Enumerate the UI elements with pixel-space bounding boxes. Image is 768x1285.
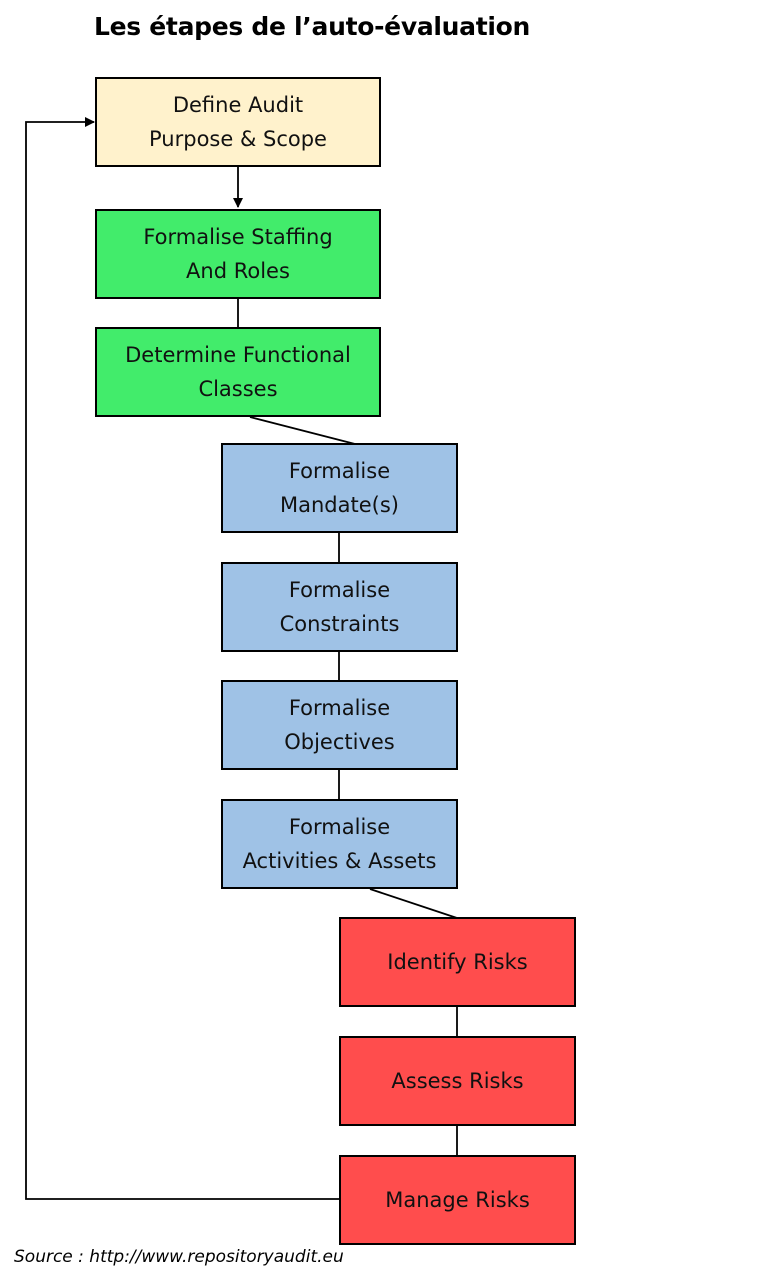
step-formalise-mandate: Formalise Mandate(s) bbox=[221, 443, 458, 533]
step-define-audit-scope: Define Audit Purpose & Scope bbox=[95, 77, 381, 167]
connector-classes-to-mandate bbox=[249, 416, 356, 445]
step-assess-risks: Assess Risks bbox=[339, 1036, 576, 1126]
step-determine-classes: Determine Functional Classes bbox=[95, 327, 381, 417]
connector-activities-to-identify bbox=[369, 888, 458, 919]
diagram-title: Les étapes de l’auto-évaluation bbox=[94, 12, 531, 41]
feedback-loop-arrow bbox=[25, 117, 339, 1200]
step-identify-risks: Identify Risks bbox=[339, 917, 576, 1007]
step-formalise-objectives: Formalise Objectives bbox=[221, 680, 458, 770]
step-formalise-constraints: Formalise Constraints bbox=[221, 562, 458, 652]
step-formalise-activities: Formalise Activities & Assets bbox=[221, 799, 458, 889]
step-formalise-staffing: Formalise Staffing And Roles bbox=[95, 209, 381, 299]
source-note: Source : http://www.repositoryaudit.eu bbox=[14, 1247, 344, 1267]
step-manage-risks: Manage Risks bbox=[339, 1155, 576, 1245]
